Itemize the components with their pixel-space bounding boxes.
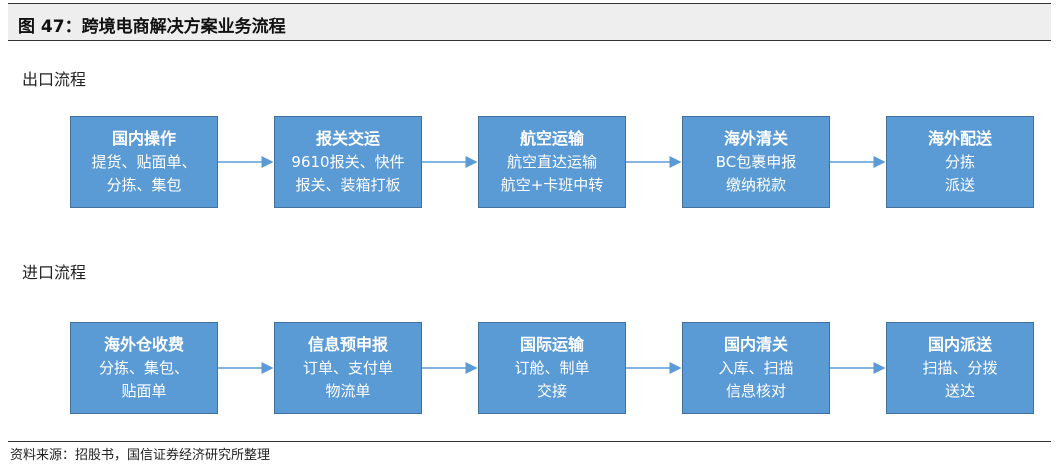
export-step-2-title: 报关交运 [315, 129, 380, 148]
export-step-5: 海外配送 分拣 派送 [886, 116, 1034, 208]
export-step-4-line-1: BC包裹申报 [715, 153, 797, 171]
import-step-1-title: 海外仓收费 [103, 335, 184, 354]
footer-divider [8, 441, 1051, 442]
import-step-4-line-1: 入库、扫描 [718, 359, 794, 377]
import-step-3-line-2: 交接 [536, 382, 567, 400]
import-step-5: 国内派送 扫描、分拨 送达 [886, 322, 1034, 414]
import-step-5-title: 国内派送 [927, 335, 992, 354]
import-step-2-line-1: 订单、支付单 [302, 359, 393, 377]
import-step-5-line-2: 送达 [944, 382, 975, 400]
import-step-2-title: 信息预申报 [307, 335, 388, 354]
import-step-4: 国内清关 入库、扫描 信息核对 [682, 322, 830, 414]
export-step-3-title: 航空运输 [519, 129, 584, 148]
figure-header: 图 47：跨境电商解决方案业务流程 [8, 3, 1051, 41]
export-step-5-title: 海外配送 [927, 129, 992, 148]
import-step-3-title: 国际运输 [519, 335, 584, 354]
export-step-3-line-2: 航空+卡班中转 [500, 176, 604, 194]
source-note: 资料来源：招股书，国信证券经济研究所整理 [10, 448, 271, 463]
export-step-3: 航空运输 航空直达运输 航空+卡班中转 [478, 116, 626, 208]
export-step-4-title: 海外清关 [723, 129, 788, 148]
import-step-2: 信息预申报 订单、支付单 物流单 [274, 322, 422, 414]
figure-title: 图 47：跨境电商解决方案业务流程 [18, 17, 286, 37]
export-step-3-line-1: 航空直达运输 [506, 153, 597, 171]
import-section-label: 进口流程 [22, 263, 87, 282]
export-step-2-line-2: 报关、装箱打板 [295, 176, 401, 194]
import-step-3: 国际运输 订舱、制单 交接 [478, 322, 626, 414]
export-section-label: 出口流程 [22, 70, 87, 89]
export-step-1: 国内操作 提货、贴面单、 分拣、集包 [70, 116, 218, 208]
import-step-5-line-1: 扫描、分拨 [922, 359, 998, 377]
import-step-4-line-2: 信息核对 [725, 382, 786, 400]
export-step-2: 报关交运 9610报关、快件 报关、装箱打板 [274, 116, 422, 208]
export-step-1-line-2: 分拣、集包 [106, 176, 182, 194]
import-step-1: 海外仓收费 分拣、集包、 贴面单 [70, 322, 218, 414]
export-step-2-line-1: 9610报关、快件 [291, 153, 405, 171]
import-step-2-line-2: 物流单 [325, 382, 371, 400]
export-step-5-line-1: 分拣 [944, 153, 975, 171]
import-step-4-title: 国内清关 [723, 335, 788, 354]
export-step-1-title: 国内操作 [111, 129, 176, 148]
export-step-5-line-2: 派送 [944, 176, 975, 194]
import-step-1-line-1: 分拣、集包、 [98, 359, 189, 377]
export-step-1-line-1: 提货、贴面单、 [91, 153, 197, 171]
export-step-4-line-2: 缴纳税款 [725, 176, 786, 194]
import-step-1-line-2: 贴面单 [121, 382, 167, 400]
import-step-3-line-1: 订舱、制单 [514, 359, 590, 377]
export-step-4: 海外清关 BC包裹申报 缴纳税款 [682, 116, 830, 208]
